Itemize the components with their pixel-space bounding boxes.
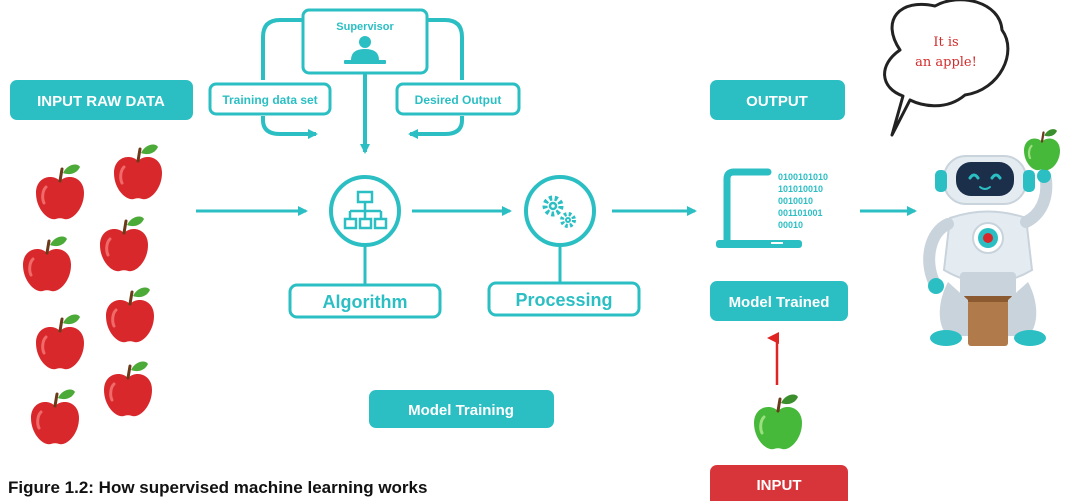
input-raw-data-label: INPUT RAW DATA: [37, 93, 165, 110]
supervisor-label: Supervisor: [336, 21, 394, 33]
supervisor-box: Supervisor: [301, 8, 429, 75]
model-training-label: Model Training: [408, 402, 514, 419]
speech-bubble: It is an apple!: [883, 0, 1010, 137]
binary-line: 101010010: [778, 184, 823, 194]
training-data-set-box: Training data set: [208, 82, 332, 116]
binary-line: 0010010: [778, 196, 813, 206]
figure-caption: Figure 1.2: How supervised machine learn…: [8, 478, 428, 497]
apple-icon: [29, 388, 81, 446]
apple-icon: [34, 163, 86, 221]
processing-node: Processing: [487, 175, 641, 317]
desired-output-label: Desired Output: [415, 93, 502, 107]
gears-icon: [542, 195, 576, 228]
apple-icon: [34, 313, 86, 371]
laptop-icon: 0100101010 101010010 0010010 001101001 0…: [716, 168, 828, 248]
raw-apples-group: [21, 143, 164, 446]
model-trained-label: Model Trained: [729, 294, 830, 311]
apple-icon: [21, 235, 73, 293]
training-data-set-label: Training data set: [222, 93, 317, 107]
input-raw-data-box: INPUT RAW DATA: [10, 80, 193, 120]
processing-label: Processing: [515, 290, 612, 310]
apple-icon: [104, 286, 156, 344]
apple-icon: [752, 393, 804, 451]
robot-icon: [923, 128, 1062, 346]
binary-line: 001101001: [778, 208, 823, 218]
output-box: OUTPUT: [710, 80, 845, 120]
algorithm-node: Algorithm: [288, 175, 442, 319]
desired-output-box: Desired Output: [395, 82, 521, 116]
apple-icon: [1022, 128, 1062, 172]
apple-icon: [102, 360, 154, 418]
bubble-line-1: It is: [933, 35, 958, 50]
algorithm-label: Algorithm: [323, 292, 408, 312]
hierarchy-icon: [343, 190, 388, 230]
input-box: INPUT: [710, 465, 848, 501]
bubble-line-2: an apple!: [915, 55, 977, 70]
input-label: INPUT: [757, 477, 802, 494]
supervisor-icon: [344, 36, 386, 64]
apple-icon: [98, 215, 150, 273]
supervisor-loop: [261, 18, 464, 154]
apple-icon: [112, 143, 164, 201]
model-trained-box: Model Trained: [710, 281, 848, 321]
model-training-box: Model Training: [369, 390, 554, 428]
binary-line: 00010: [778, 220, 803, 230]
binary-line: 0100101010: [778, 172, 828, 182]
output-label: OUTPUT: [746, 93, 808, 110]
